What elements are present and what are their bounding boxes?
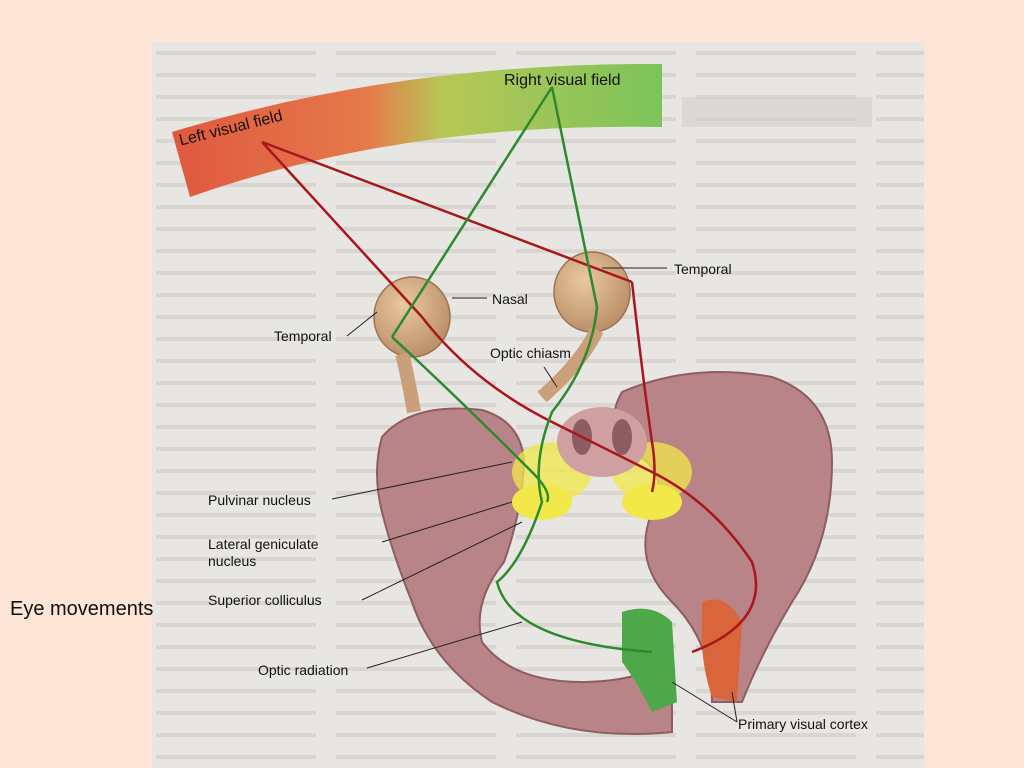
- right-visual-field-label: Right visual field: [504, 72, 621, 89]
- temporal-right-label: Temporal: [674, 261, 732, 277]
- primary-visual-cortex-label: Primary visual cortex: [738, 716, 868, 732]
- eye-movements-caption: Eye movements: [10, 598, 154, 620]
- right-eye: [537, 251, 631, 403]
- optic-chiasm-label: Optic chiasm: [490, 345, 571, 361]
- leader-lines: [331, 267, 738, 723]
- page-heading-block: [682, 97, 872, 127]
- visual-field-band: [172, 63, 662, 197]
- lateral-geniculate-nucleus-label: Lateral geniculate nucleus: [208, 536, 319, 569]
- pulvinar-nucleus-label: Pulvinar nucleus: [208, 492, 311, 508]
- visual-pathway-diagram: [152, 42, 924, 768]
- left-field-pathway: [261, 140, 758, 654]
- cortex-right-hemisphere: [701, 599, 742, 702]
- optic-radiation-label: Optic radiation: [258, 662, 349, 678]
- temporal-left-label: Temporal: [274, 328, 332, 344]
- visual-pathway-figure: Left visual field Right visual field Tem…: [152, 42, 924, 768]
- right-field-pathway: [390, 86, 653, 654]
- cortex-left-hemisphere: [622, 608, 677, 712]
- nasal-label: Nasal: [492, 291, 528, 307]
- superior-colliculus-label: Superior colliculus: [208, 592, 322, 608]
